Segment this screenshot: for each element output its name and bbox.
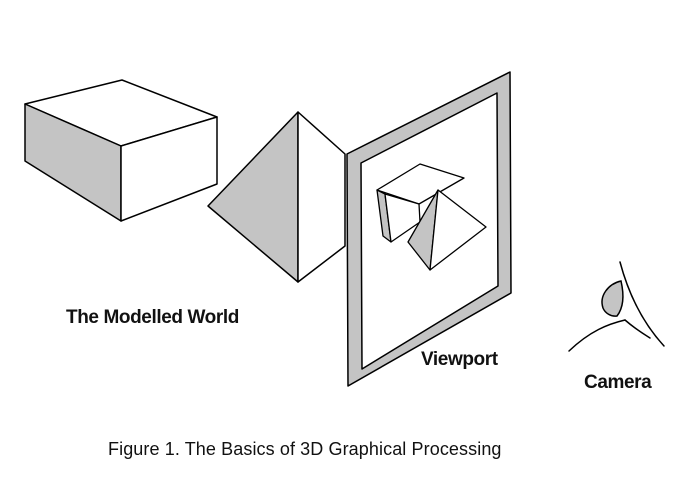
box-side-face xyxy=(120,116,218,222)
modelled-world-label: The Modelled World xyxy=(66,307,239,328)
camera-label: Camera xyxy=(584,372,652,393)
eye-brow-line xyxy=(619,261,665,347)
camera-eye xyxy=(568,261,665,352)
pyramid-right-face xyxy=(297,111,346,283)
viewport-label: Viewport xyxy=(421,349,498,370)
projected-pyramid-right xyxy=(429,189,487,271)
eye-lower-line xyxy=(568,319,626,352)
viewport-frame xyxy=(346,71,512,387)
pyramid-left-face xyxy=(207,111,299,283)
viewport-scene xyxy=(376,163,487,271)
eye-lid-line xyxy=(624,319,651,339)
eye-iris xyxy=(601,280,624,317)
world-pyramid xyxy=(207,111,346,283)
world-box xyxy=(24,79,218,222)
figure-caption: Figure 1. The Basics of 3D Graphical Pro… xyxy=(108,439,502,459)
viewport-border xyxy=(346,71,512,387)
